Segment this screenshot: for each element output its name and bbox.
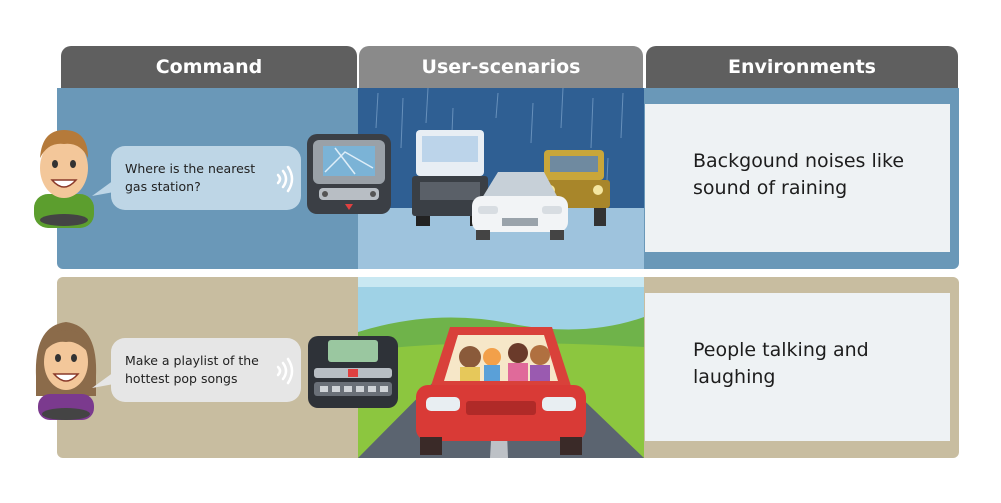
woman-driver-icon <box>35 322 97 420</box>
header-environments: Environments <box>646 46 958 88</box>
car-media-unit-icon <box>308 336 398 408</box>
rainy-traffic-scene <box>358 88 644 269</box>
header-command: Command <box>61 46 357 88</box>
red-car-icon <box>416 327 586 455</box>
command-text-2: Make a playlist of the hottest pop songs <box>125 353 259 386</box>
car-icon <box>472 172 568 240</box>
environment-text-family: People talking and laughing <box>693 339 869 388</box>
bubble-tail-1 <box>92 180 114 196</box>
environment-box-family <box>645 293 950 441</box>
speech-bubble-command-1: Where is the nearest gas station? <box>111 146 301 210</box>
command-text-1: Where is the nearest gas station? <box>125 161 256 194</box>
header-user-scenarios: User-scenarios <box>359 46 643 88</box>
environment-box-rain <box>645 104 950 252</box>
sound-wave-icon <box>276 357 294 385</box>
environment-text-rain: Backgound noises like sound of raining <box>693 150 905 199</box>
family-road-trip-scene <box>358 277 644 458</box>
bubble-tail-2 <box>92 372 114 388</box>
truck-icon <box>412 130 488 226</box>
speech-bubble-command-2: Make a playlist of the hottest pop songs <box>111 338 301 402</box>
sound-wave-icon <box>276 165 294 193</box>
man-driver-icon <box>34 130 94 228</box>
car-navigation-unit-icon <box>307 134 391 214</box>
